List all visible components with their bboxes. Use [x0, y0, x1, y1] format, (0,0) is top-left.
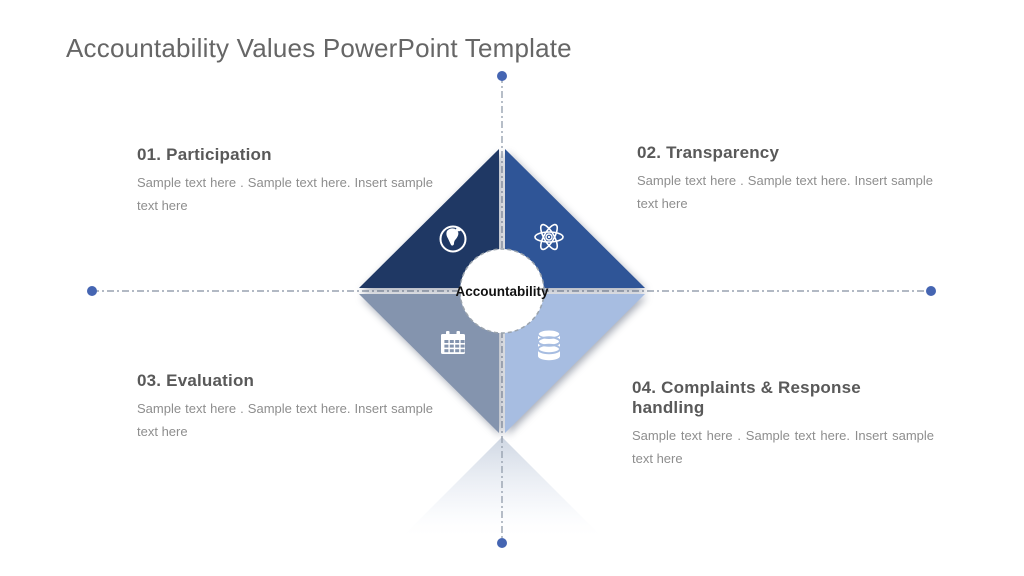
- quadrant-bottom-right: [505, 294, 645, 433]
- database-icon: [537, 329, 561, 361]
- item-body: Sample text here . Sample text here. Ins…: [137, 401, 433, 439]
- quadrant-top-left: [359, 149, 499, 288]
- item-body: Sample text here . Sample text here. Ins…: [137, 175, 433, 213]
- center-label: Accountability: [455, 284, 549, 299]
- item-body: Sample text here . Sample text here. Ins…: [632, 428, 934, 466]
- item-transparency: 02. Transparency Sample text here . Samp…: [637, 143, 933, 216]
- item-body: Sample text here . Sample text here. Ins…: [637, 173, 933, 211]
- axis-dot-left: [87, 286, 97, 296]
- item-complaints-response: 04. Complaints & Response handling Sampl…: [632, 378, 934, 471]
- item-heading: 01. Participation: [137, 145, 272, 164]
- diamond-shape: [359, 149, 645, 433]
- quadrant-bottom-left: [359, 294, 499, 433]
- atom-icon: [534, 223, 564, 251]
- quadrant-top-right: [505, 149, 645, 288]
- item-heading: 04. Complaints & Response handling: [632, 378, 861, 417]
- axis-dot-right: [926, 286, 936, 296]
- item-evaluation: 03. Evaluation Sample text here . Sample…: [137, 371, 433, 444]
- item-participation: 01. Participation Sample text here . Sam…: [137, 145, 433, 218]
- axis-dot-bottom: [497, 538, 507, 548]
- axis-lines: [92, 76, 931, 543]
- axis-dot-top: [497, 71, 507, 81]
- center-circle: [459, 248, 545, 334]
- axis-endpoint-dots: [87, 71, 936, 548]
- item-heading: 03. Evaluation: [137, 371, 255, 390]
- calendar-icon: [441, 331, 465, 354]
- item-heading: 02. Transparency: [637, 143, 780, 162]
- slide-title: Accountability Values PowerPoint Templat…: [66, 33, 572, 63]
- globe-icon: [439, 225, 467, 253]
- diamond-reflection: [398, 437, 606, 541]
